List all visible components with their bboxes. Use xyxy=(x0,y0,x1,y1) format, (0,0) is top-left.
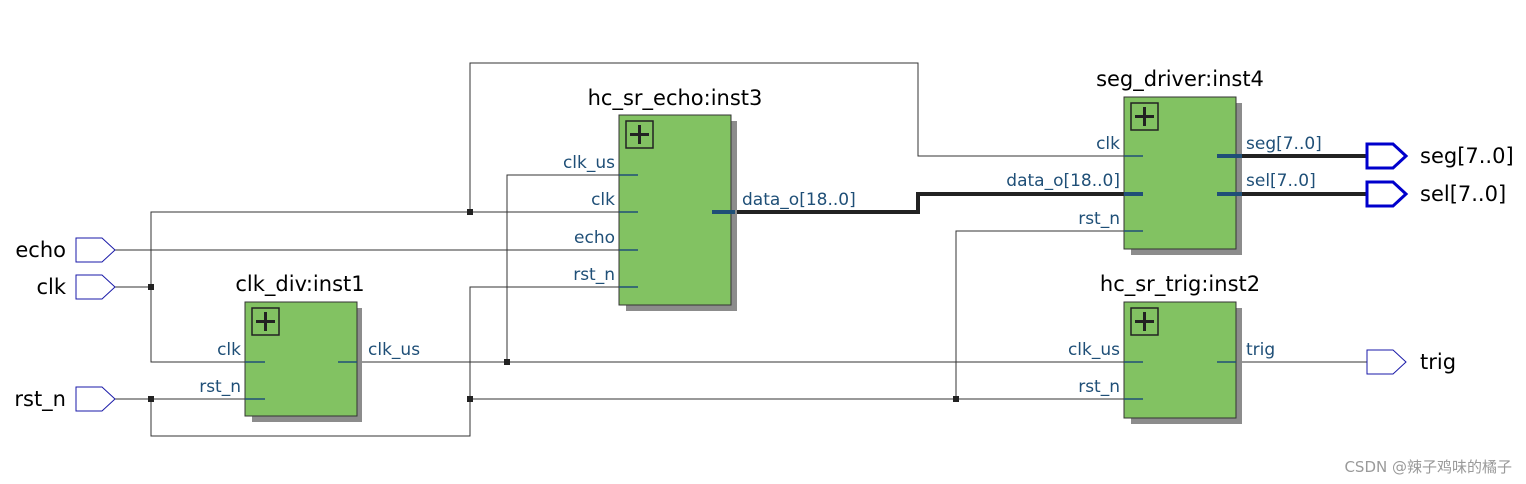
output-pin-label: sel[7..0] xyxy=(1420,182,1506,206)
expand-icon[interactable] xyxy=(251,307,280,336)
port-label-clk-us: clk_us xyxy=(563,153,615,173)
output-pin-label: seg[7..0] xyxy=(1420,144,1514,168)
wires xyxy=(115,62,1367,437)
expand-icon[interactable] xyxy=(1130,307,1159,336)
port-label-clk-us: clk_us xyxy=(368,340,420,360)
port-label-clk: clk xyxy=(1096,134,1120,154)
block-title: hc_sr_echo:inst3 xyxy=(588,86,763,111)
port-label-clk: clk xyxy=(591,190,615,210)
junction-dot xyxy=(467,396,473,402)
port-label-data-o: data_o[18..0] xyxy=(742,190,856,210)
block-hc-sr-echo[interactable]: hc_sr_echo:inst3 clk_us clk echo rst_n d… xyxy=(563,86,856,311)
input-pin-echo[interactable]: echo xyxy=(15,237,116,263)
block-body xyxy=(244,301,358,417)
block-hc-sr-trig[interactable]: hc_sr_trig:inst2 clk_us rst_n trig xyxy=(1068,272,1275,424)
wire-clk-us-to-echo xyxy=(506,174,628,362)
wire-rst-loop xyxy=(150,286,628,437)
port-label-rst-n: rst_n xyxy=(199,377,241,397)
port-label-seg: seg[7..0] xyxy=(1246,134,1322,154)
watermark: CSDN @辣子鸡味的橘子 xyxy=(1344,458,1512,476)
block-seg-driver[interactable]: seg_driver:inst4 clk data_o[18..0] rst_n… xyxy=(1006,67,1322,255)
block-title: hc_sr_trig:inst2 xyxy=(1100,272,1260,297)
junction-dot xyxy=(504,359,510,365)
output-pin-trig[interactable]: trig xyxy=(1366,349,1456,375)
port-label-clk: clk xyxy=(217,340,241,360)
output-pin-seg[interactable]: seg[7..0] xyxy=(1365,142,1514,170)
bus-data-o xyxy=(735,192,1125,214)
input-pin-label: clk xyxy=(36,275,66,299)
expand-icon[interactable] xyxy=(1130,102,1159,131)
expand-icon[interactable] xyxy=(625,120,654,149)
junction-dot xyxy=(467,209,473,215)
block-clk-div[interactable]: clk_div:inst1 clk rst_n clk_us xyxy=(199,272,420,422)
port-label-rst-n: rst_n xyxy=(573,265,615,285)
input-pin-rst-n[interactable]: rst_n xyxy=(14,386,116,412)
block-title: clk_div:inst1 xyxy=(235,272,364,297)
port-label-rst-n: rst_n xyxy=(1078,209,1120,229)
input-pin-clk[interactable]: clk xyxy=(36,274,116,300)
output-pin-sel[interactable]: sel[7..0] xyxy=(1365,180,1506,208)
junction-dot xyxy=(148,396,154,402)
wire-clk-to-seg-driver xyxy=(469,62,1133,212)
block-title: seg_driver:inst4 xyxy=(1096,67,1264,92)
junction-dot xyxy=(148,284,154,290)
wire-clk-to-divider xyxy=(150,287,265,363)
port-label-trig: trig xyxy=(1246,340,1275,360)
port-label-sel: sel[7..0] xyxy=(1246,171,1316,191)
input-pin-label: echo xyxy=(15,238,66,262)
port-label-data-o: data_o[18..0] xyxy=(1006,171,1120,191)
port-label-clk-us: clk_us xyxy=(1068,340,1120,360)
junction-dot xyxy=(953,396,959,402)
input-pin-label: rst_n xyxy=(14,387,66,412)
port-label-rst-n: rst_n xyxy=(1078,377,1120,397)
port-label-echo: echo xyxy=(574,228,615,248)
output-pin-label: trig xyxy=(1420,350,1456,374)
wire-rst-to-seg-driver xyxy=(955,230,1133,399)
